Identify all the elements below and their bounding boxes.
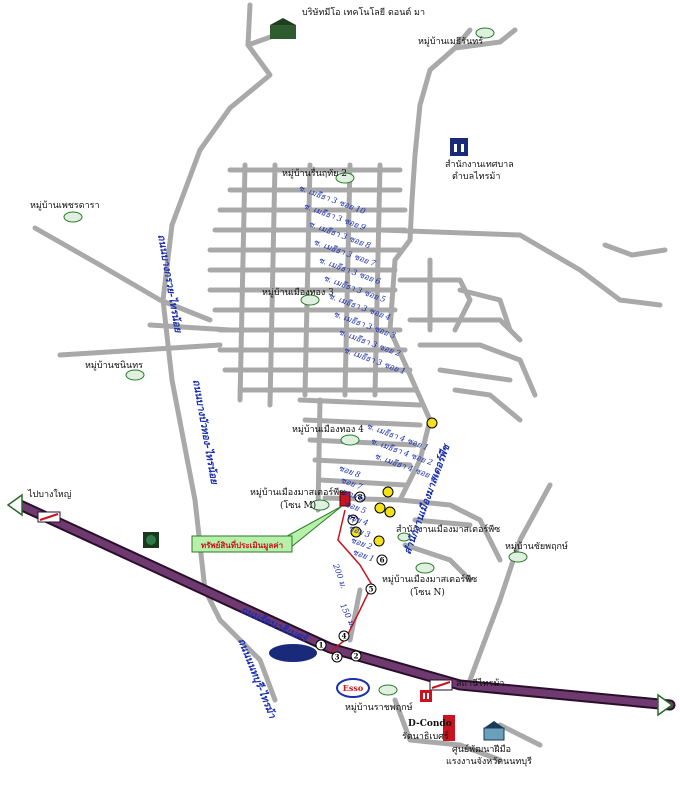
dcondo-label-1: D-Condo [408, 719, 452, 729]
factory-icon [270, 18, 296, 39]
municipal-office-label-2: ตำบลไทรม้า [452, 171, 500, 182]
assessed-property-callout: ทรัพย์สินที่ประเมินมูลค่า [191, 505, 343, 553]
dcondo-icon [420, 690, 455, 741]
svg-text:1: 1 [319, 641, 324, 650]
village-phetcharat-icon [63, 211, 83, 223]
marker-1: 1 [315, 639, 327, 651]
masterpiece-office-icon [397, 532, 411, 542]
svg-text:2: 2 [354, 652, 359, 661]
village-mueangthong3-icon [300, 294, 320, 306]
marker-yellow-e [373, 535, 385, 547]
marker-7: 7 [347, 514, 359, 526]
esso-label: Esso [343, 683, 364, 693]
village-masterpiece-m-label-1: หมู่บ้านเมืองมาสเตอร์พีซ [250, 486, 345, 498]
marker-yellow-a [426, 417, 438, 429]
village-chanthana-label: หมู่บ้านชนินทร [85, 360, 143, 371]
village-north-icon [475, 27, 495, 39]
marker-5: 5 [365, 583, 377, 595]
village-masterpiece-n-icon [415, 562, 435, 574]
marker-yellow-f [350, 526, 362, 538]
to-bangyai-label: ไปบางใหญ่ [27, 489, 72, 500]
village-phetcharat-label: หมู่บ้านเพชรดารา [30, 200, 100, 211]
marker-yellow-b [382, 486, 394, 498]
soi-masterpiece-label: ซอย 1 [351, 547, 375, 563]
training-center-label-1: ศูนย์พัฒนาฝีมือ [452, 743, 511, 755]
ford-logo-icon [269, 644, 317, 662]
village-chaiyaphruek-label: หมู่บ้านชัยพฤกษ์ [505, 540, 568, 552]
village-chaiyaphruek-icon [508, 551, 528, 563]
village-mueangthong4-label: หมู่บ้านเมืองทอง 4 [292, 424, 364, 435]
marker-3: 3 [331, 651, 343, 663]
assessed-property-label: ทรัพย์สินที่ประเมินมูลค่า [201, 539, 283, 551]
svg-text:6: 6 [380, 556, 385, 565]
marker-yellow-d [384, 506, 396, 518]
road-network [32, 2, 668, 763]
village-masterpiece-n-label-1: หมู่บ้านเมืองมาสเตอร์พีซ [382, 573, 477, 585]
village-rueanruethai-icon [335, 172, 355, 184]
village-rachaphruek-icon [378, 684, 398, 696]
marker-8: 8 [354, 491, 366, 503]
station-saima-icon [429, 679, 453, 691]
esso-logo-icon: Esso [336, 678, 370, 698]
village-mueangthong4-icon [340, 434, 360, 446]
marker-yellow-c [374, 502, 386, 514]
village-masterpiece-n-label-2: (โซน N) [410, 587, 445, 598]
company-label: บริษัทมีโอ เทคโนโลยี ดอนต์ มา [302, 6, 425, 18]
village-rueanruethai-label: หมู่บ้านรื่นฤทัย 2 [282, 166, 347, 179]
training-center-label-2: แรงงานจังหวัดนนทบุรี [446, 756, 532, 767]
village-rachaphruek-label: หมู่บ้านราชพฤกษ์ [345, 701, 413, 713]
station-saima-label: สถานีไทรม้า [456, 678, 504, 689]
village-chanthana-icon [125, 369, 145, 381]
village-north-label: หมู่บ้านเมธีรันทร์ [418, 35, 483, 47]
arrow-east-icon [657, 693, 674, 717]
main-road [14, 499, 676, 711]
municipal-office-label-1: สำนักงานเทศบาล [445, 159, 514, 170]
village-masterpiece-m-icon [310, 499, 330, 511]
svg-text:5: 5 [369, 585, 374, 594]
svg-text:7: 7 [351, 516, 356, 525]
main-road-label: ถนนรัตนาธิเบศร์ [239, 604, 312, 646]
marker-4: 4 [338, 630, 350, 642]
svg-text:3: 3 [335, 653, 340, 662]
road-bangbuathong-label: ถนนบางบัวทอง-ไทรน้อย [190, 378, 221, 486]
svg-text:8: 8 [358, 493, 363, 502]
marker-2: 2 [350, 650, 362, 662]
village-mueangthong3-label: หมู่บ้านเมืองทอง 3 [262, 287, 334, 298]
svg-text:4: 4 [342, 632, 347, 641]
place-labels: บริษัทมีโอ เทคโนโลยี ดอนต์ มา หมู่บ้านเม… [30, 6, 568, 767]
marker-6: 6 [376, 554, 388, 566]
municipal-office-icon [450, 138, 468, 156]
property-marker-icon [339, 491, 351, 507]
village-masterpiece-m-label-2: (โซน M) [280, 500, 316, 511]
training-center-icon [483, 721, 505, 741]
masterpiece-office-label: สำนักงานเมืองมาสเตอร์พีซ [396, 523, 500, 535]
soi-200-label: 200 ม. [331, 562, 349, 590]
office-logo-icon [143, 532, 159, 548]
station-thaiit-icon [37, 511, 61, 523]
marker-group: 1 2 3 4 5 6 7 8 [315, 417, 438, 663]
dcondo-label-2: รัตนาธิเบศร์ [402, 730, 449, 742]
arrow-west-icon [6, 493, 23, 517]
